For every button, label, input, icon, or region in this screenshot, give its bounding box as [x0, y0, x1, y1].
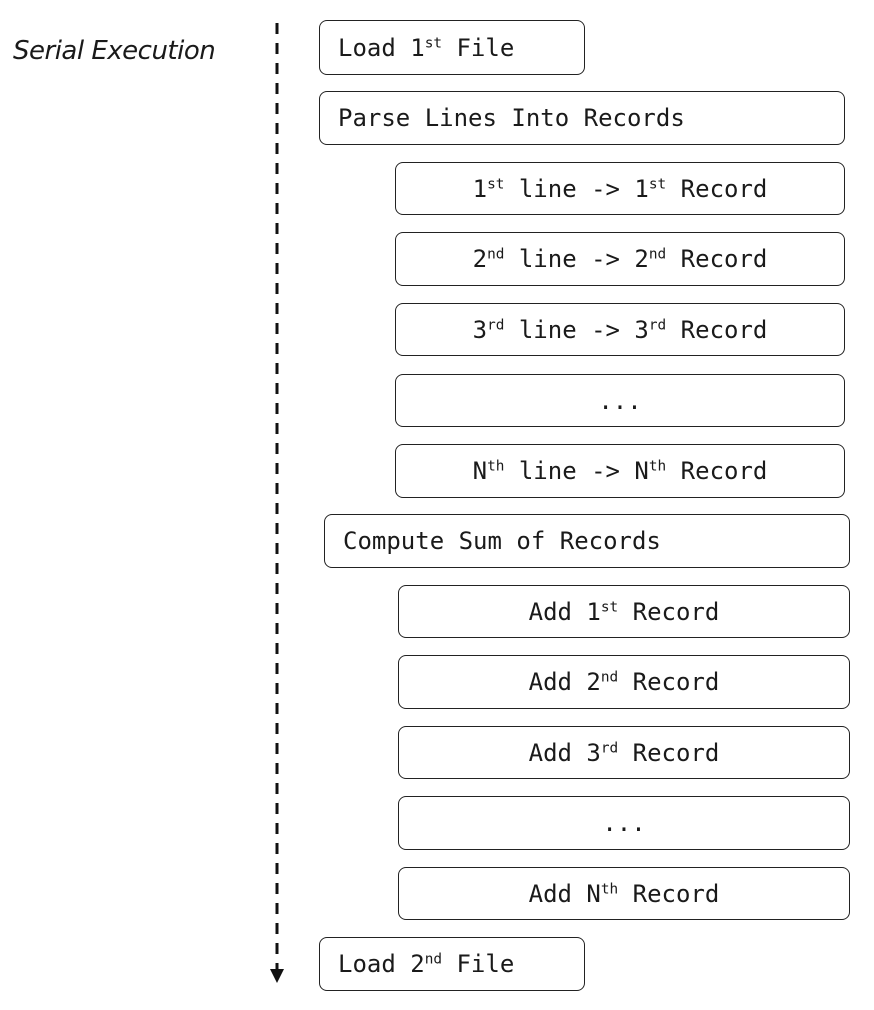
parse-ellipsis-step: ... [395, 374, 845, 427]
compute-sum-step: Compute Sum of Records [324, 514, 850, 568]
step-label: Parse Lines Into Records [338, 104, 685, 132]
step-label: Add Nth Record [528, 879, 720, 908]
step-label: ... [602, 809, 646, 837]
step-label: 1st line -> 1st Record [472, 174, 768, 203]
step-label: Nth line -> Nth Record [472, 457, 768, 485]
add-ellipsis-step: ... [398, 796, 850, 850]
load-first-file-step: Load 1st File [319, 20, 585, 75]
step-label: ... [598, 386, 642, 415]
step-label: Load 1st File [338, 33, 515, 62]
step-label: 3rd line -> 3rd Record [472, 315, 768, 344]
parse-line-1-step: 1st line -> 1st Record [395, 162, 845, 215]
parse-line-2-step: 2nd line -> 2nd Record [395, 232, 845, 286]
load-second-file-step: Load 2nd File [319, 937, 585, 991]
add-record-n-step: Add Nth Record [398, 867, 850, 920]
step-label: 2nd line -> 2nd Record [472, 245, 768, 273]
add-record-3-step: Add 3rd Record [398, 726, 850, 779]
parse-line-3-step: 3rd line -> 3rd Record [395, 303, 845, 356]
add-record-1-step: Add 1st Record [398, 585, 850, 638]
step-label: Add 3rd Record [528, 738, 720, 767]
step-label: Add 1st Record [528, 597, 720, 626]
parse-lines-step: Parse Lines Into Records [319, 91, 845, 145]
add-record-2-step: Add 2nd Record [398, 655, 850, 709]
step-label: Add 2nd Record [528, 668, 720, 696]
step-label: Load 2nd File [338, 950, 515, 978]
step-label: Compute Sum of Records [343, 527, 661, 555]
parse-line-n-step: Nth line -> Nth Record [395, 444, 845, 498]
timeline-arrow [270, 23, 284, 983]
diagram-title: Serial Execution [13, 36, 216, 66]
